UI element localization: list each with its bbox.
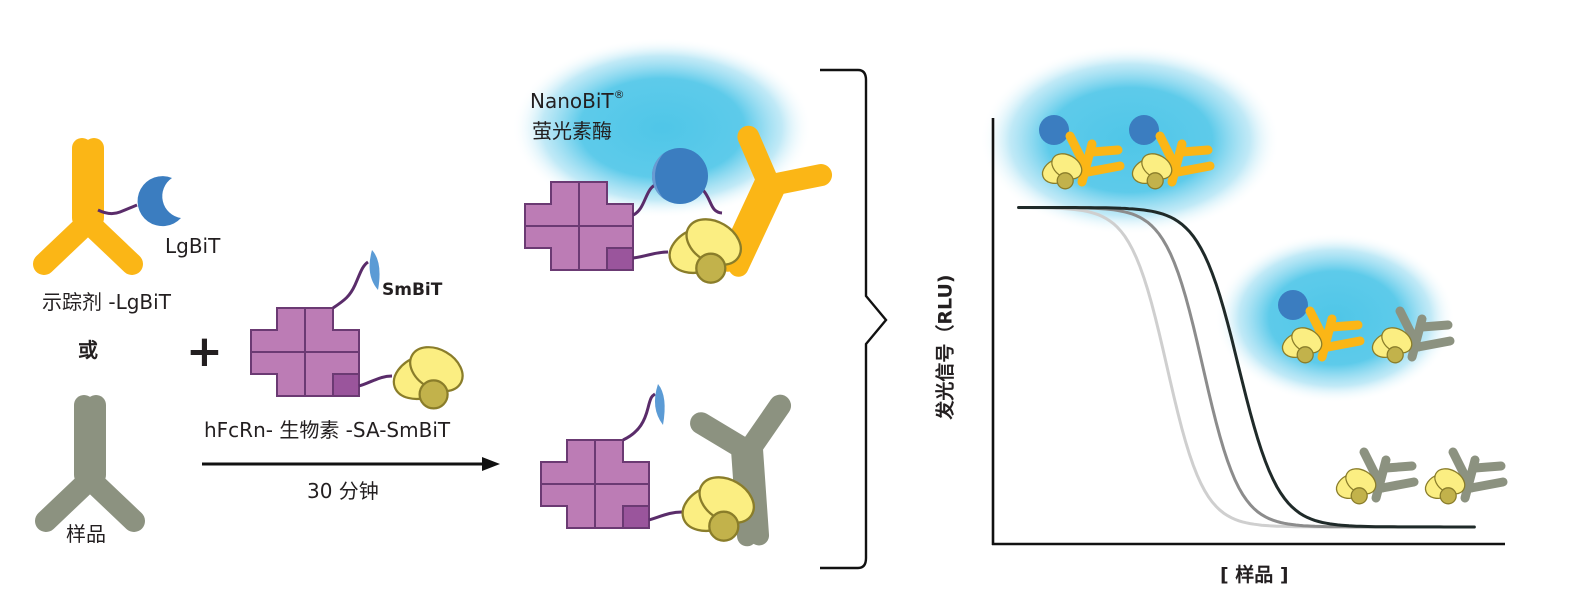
linker-icon — [648, 510, 683, 522]
series-curve-dark — [1017, 206, 1476, 529]
plus-icon: + — [186, 326, 223, 377]
luciferase-label: 萤光素酶 — [532, 119, 612, 143]
linker-icon — [358, 374, 393, 388]
sample-antibody-icon — [46, 405, 134, 521]
linker-icon — [701, 188, 723, 215]
smbit-icon — [369, 250, 380, 290]
tracer-lgbit-icon — [44, 148, 181, 264]
chart-glow-top — [980, 45, 1280, 235]
bound-complex-luminescent — [524, 125, 833, 284]
linker-icon — [632, 250, 669, 260]
curly-brace-icon — [820, 68, 888, 570]
reagent-label: hFcRn- 生物素 -SA-SmBiT — [204, 418, 451, 442]
arrow-right-icon — [202, 457, 500, 471]
smbit-label: SmBiT — [382, 280, 443, 300]
tracer-label: 示踪剂 -LgBiT — [42, 290, 171, 314]
linker-icon — [97, 203, 138, 216]
linker-icon — [332, 260, 369, 310]
dose-response-chart — [991, 118, 1505, 546]
bound-complex-nonluminescent — [540, 384, 792, 547]
fcrn-sa-smbit-icon — [250, 250, 472, 410]
linker-icon — [632, 183, 656, 217]
incubation-time-label: 30 分钟 — [307, 479, 379, 503]
complex-sample-2 — [1332, 452, 1414, 505]
nanobit-label: NanoBiT® — [530, 88, 625, 113]
complex-tracer-glow-2 — [1128, 115, 1210, 190]
complex-tracer-glow-1 — [1038, 115, 1120, 190]
nanobit-name: NanoBiT — [530, 89, 614, 113]
chart-x-axis-label: [ 样品 ] — [1220, 564, 1289, 586]
or-label: 或 — [78, 338, 98, 362]
linker-icon — [622, 392, 656, 442]
nanobit-luciferase-icon — [652, 148, 708, 204]
sample-label: 样品 — [66, 522, 106, 546]
nanobit-glow — [512, 38, 812, 218]
smbit-icon — [654, 384, 665, 425]
registered-mark: ® — [613, 88, 625, 101]
complex-sample-3 — [1421, 452, 1503, 505]
complex-tracer-glow-3 — [1278, 290, 1360, 364]
chart-y-axis-label: 发光信号（RLU) — [934, 274, 957, 420]
lgbit-label: LgBiT — [165, 234, 221, 258]
lgbit-icon — [137, 176, 181, 227]
